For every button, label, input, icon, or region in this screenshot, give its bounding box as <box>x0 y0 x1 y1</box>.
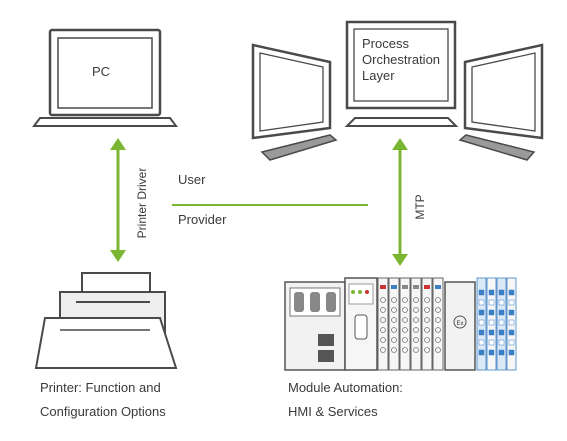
ex-terminal-contact <box>478 329 485 336</box>
terminal-contact <box>435 337 441 343</box>
module-automation-icon: Ex <box>284 277 517 371</box>
terminal-contact <box>402 347 408 353</box>
terminal-block <box>388 277 400 371</box>
pol-label-line3: Layer <box>362 68 395 83</box>
printer-driver-arrow <box>110 138 126 262</box>
user-label: User <box>178 172 206 187</box>
ex-terminal-contact <box>508 289 515 296</box>
terminal-contact <box>424 317 430 323</box>
printer-caption-line2: Configuration Options <box>40 404 166 419</box>
ex-terminal-contact <box>488 299 495 306</box>
terminal-contact <box>402 327 408 333</box>
terminal-contact <box>424 337 430 343</box>
terminal-contact <box>380 307 386 313</box>
ex-terminal-contact <box>508 299 515 306</box>
printer-driver-label: Printer Driver <box>135 167 149 239</box>
terminal-block <box>399 277 411 371</box>
terminal-contact <box>380 337 386 343</box>
ex-terminal-contact <box>508 329 515 336</box>
pol-workstation-icon <box>251 20 544 161</box>
terminal-contact <box>435 297 441 303</box>
terminal-led <box>413 285 419 289</box>
terminal-contact <box>424 347 430 353</box>
ex-badge-text: Ex <box>456 321 463 327</box>
ex-terminal-contact <box>498 309 505 316</box>
terminal-contact <box>435 317 441 323</box>
ex-terminal-contact <box>488 319 495 326</box>
terminal-contact <box>435 307 441 313</box>
terminal-led <box>424 285 430 289</box>
terminal-contact <box>380 347 386 353</box>
provider-label: Provider <box>178 212 227 227</box>
mtp-label: MTP <box>413 194 427 220</box>
ex-terminal-contact <box>488 339 495 346</box>
terminal-block <box>421 277 433 371</box>
terminal-contact <box>402 317 408 323</box>
terminal-contact <box>391 327 397 333</box>
terminal-contact <box>380 317 386 323</box>
ex-terminal-contact <box>488 349 495 356</box>
ex-terminal-contact <box>498 319 505 326</box>
ex-terminal-contact <box>478 289 485 296</box>
ex-terminal-contact <box>508 339 515 346</box>
terminal-led <box>402 285 408 289</box>
terminal-led <box>435 285 441 289</box>
ex-terminal-contact <box>488 309 495 316</box>
ex-terminal-contact <box>478 299 485 306</box>
ex-terminal-contact <box>478 319 485 326</box>
terminal-contact <box>391 317 397 323</box>
ex-terminal-contact <box>508 309 515 316</box>
terminal-block <box>377 277 389 371</box>
ex-terminal-contact <box>488 289 495 296</box>
ex-terminal-contact <box>478 309 485 316</box>
pol-label-line2: Orchestration <box>362 52 441 67</box>
terminal-contact <box>424 297 430 303</box>
ex-terminal-contact <box>498 289 505 296</box>
pol-label-line1: Process <box>362 36 409 51</box>
terminal-contact <box>402 297 408 303</box>
terminal-contact <box>391 307 397 313</box>
terminal-contact <box>424 307 430 313</box>
ex-terminal-contact <box>498 329 505 336</box>
terminal-contact <box>391 297 397 303</box>
ex-terminal-contact <box>478 339 485 346</box>
terminal-contact <box>435 347 441 353</box>
printer-caption-line1: Printer: Function and <box>40 380 161 395</box>
terminal-contact <box>424 327 430 333</box>
printer-icon <box>34 272 178 369</box>
terminal-contact <box>391 337 397 343</box>
pc-label: PC <box>92 64 111 79</box>
ex-terminal-contact <box>498 349 505 356</box>
terminal-contact <box>402 337 408 343</box>
terminal-led <box>391 285 397 289</box>
terminal-contact <box>402 307 408 313</box>
terminal-contact <box>413 307 419 313</box>
terminal-contact <box>413 327 419 333</box>
ex-terminal-contact <box>508 319 515 326</box>
terminal-contact <box>413 337 419 343</box>
ex-terminal-contact <box>488 329 495 336</box>
module-caption-line2: HMI & Services <box>288 404 378 419</box>
terminal-contact <box>413 297 419 303</box>
pc-laptop-icon <box>32 28 178 127</box>
terminal-contact <box>413 347 419 353</box>
ex-terminal-contact <box>498 299 505 306</box>
terminal-block <box>432 277 444 371</box>
terminal-contact <box>380 297 386 303</box>
module-caption-line1: Module Automation: <box>288 380 403 395</box>
terminal-block <box>410 277 422 371</box>
ex-terminal-contact <box>478 349 485 356</box>
terminal-contact <box>380 327 386 333</box>
terminal-led <box>380 285 386 289</box>
terminal-contact <box>391 347 397 353</box>
ex-terminal-contact <box>498 339 505 346</box>
terminal-contact <box>435 327 441 333</box>
ex-terminal-contact <box>508 349 515 356</box>
terminal-contact <box>413 317 419 323</box>
mtp-arrow <box>392 138 408 266</box>
